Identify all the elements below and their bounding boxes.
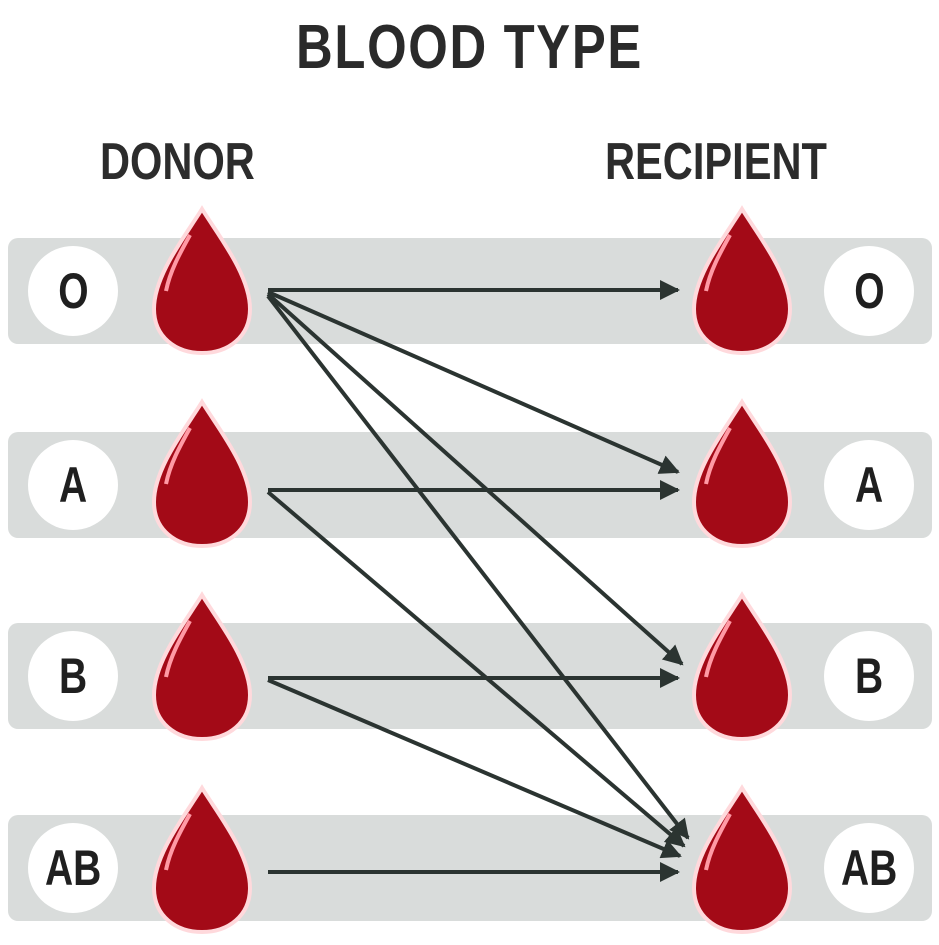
recipient-type-ab-badge: AB [824,823,914,913]
diagram-title: BLOOD TYPE [296,13,643,82]
blood-drop-icon [151,205,253,356]
recipient-type-a-badge: A [824,440,914,530]
donor-type-a-badge: A [28,440,118,530]
recipient-column-heading: RECIPIENT [605,133,827,191]
recipient-type-o-badge: O [824,246,914,336]
blood-drop-icon [691,784,793,935]
arrow-b-to-ab [267,678,682,859]
arrow-o-to-ab [266,294,690,840]
donor-type-b-badge: B [28,631,118,721]
blood-drop-icon [151,398,253,549]
arrow-a-to-ab [266,490,686,848]
blood-drop-icon [691,205,793,356]
blood-drop-icon [151,591,253,742]
donor-type-o-badge: O [28,246,118,336]
donor-column-heading: DONOR [100,133,255,191]
donor-type-ab-badge: AB [28,823,118,913]
blood-drop-icon [691,591,793,742]
arrow-o-to-b [266,292,684,666]
blood-drop-icon [691,398,793,549]
arrow-o-to-a [267,290,680,474]
blood-drop-icon [151,784,253,935]
recipient-type-b-badge: B [824,631,914,721]
